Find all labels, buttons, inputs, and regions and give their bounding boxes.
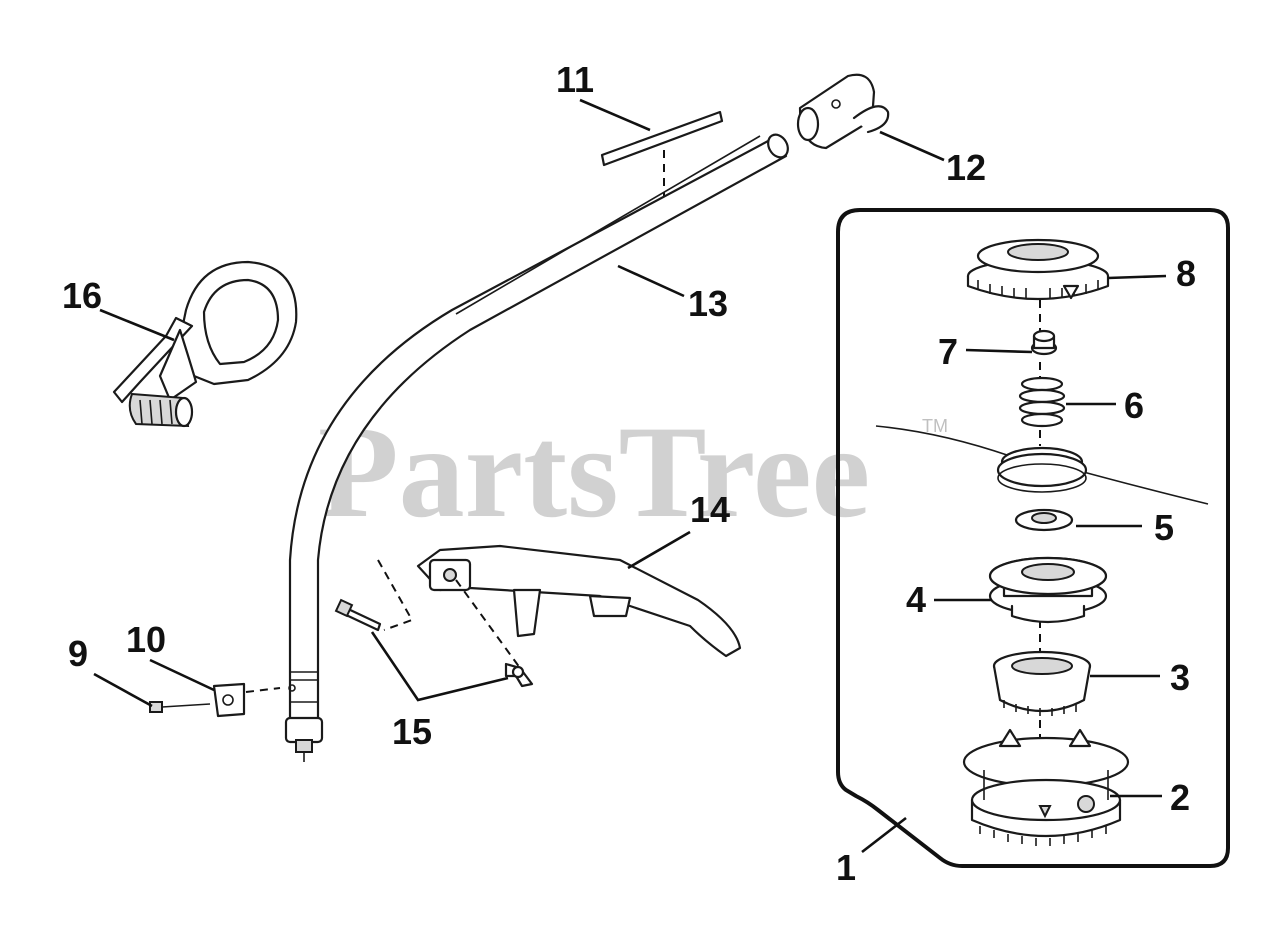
watermark-text: PartsTree (318, 398, 870, 545)
callout-6[interactable]: 6 (1124, 385, 1144, 426)
drive-part[interactable] (992, 650, 1092, 716)
callout-14[interactable]: 14 (690, 489, 730, 530)
watermark: PartsTree TM (318, 398, 948, 545)
callout-numbers: 11 12 13 16 8 7 6 5 4 3 2 1 14 15 10 9 (62, 59, 1196, 888)
trimmer-head-box (836, 208, 1230, 868)
callout-4[interactable]: 4 (906, 579, 926, 620)
callout-3[interactable]: 3 (1170, 657, 1190, 698)
callout-5[interactable]: 5 (1154, 507, 1174, 548)
clip-part[interactable] (212, 682, 281, 718)
callout-11[interactable]: 11 (556, 59, 594, 100)
callout-1[interactable]: 1 (836, 847, 856, 888)
eyelet-part[interactable] (1014, 508, 1074, 532)
guard-part[interactable] (416, 544, 742, 658)
bolt-and-wing-nut-part[interactable] (334, 559, 534, 688)
shaft-part[interactable] (284, 131, 792, 762)
trimmer-line (875, 425, 1209, 505)
callout-7[interactable]: 7 (938, 331, 958, 372)
callout-13[interactable]: 13 (688, 283, 728, 324)
spring-part[interactable] (1018, 376, 1066, 428)
leader-lines (93, 98, 1167, 854)
callout-10[interactable]: 10 (126, 619, 166, 660)
callout-9[interactable]: 9 (68, 633, 88, 674)
callout-15[interactable]: 15 (392, 711, 432, 752)
callout-8[interactable]: 8 (1176, 253, 1196, 294)
spool-part[interactable] (988, 556, 1108, 624)
screw-part[interactable] (149, 701, 211, 713)
spool-cap-part[interactable] (966, 238, 1110, 301)
coupler-part[interactable] (796, 73, 890, 150)
watermark-trademark: TM (922, 416, 948, 436)
callout-2[interactable]: 2 (1170, 777, 1190, 818)
label-part[interactable] (600, 110, 724, 202)
nut-part[interactable] (1030, 329, 1058, 356)
housing-part[interactable] (962, 728, 1130, 846)
callout-16[interactable]: 16 (62, 275, 102, 316)
callout-12[interactable]: 12 (946, 147, 986, 188)
handle-part[interactable] (112, 260, 298, 428)
